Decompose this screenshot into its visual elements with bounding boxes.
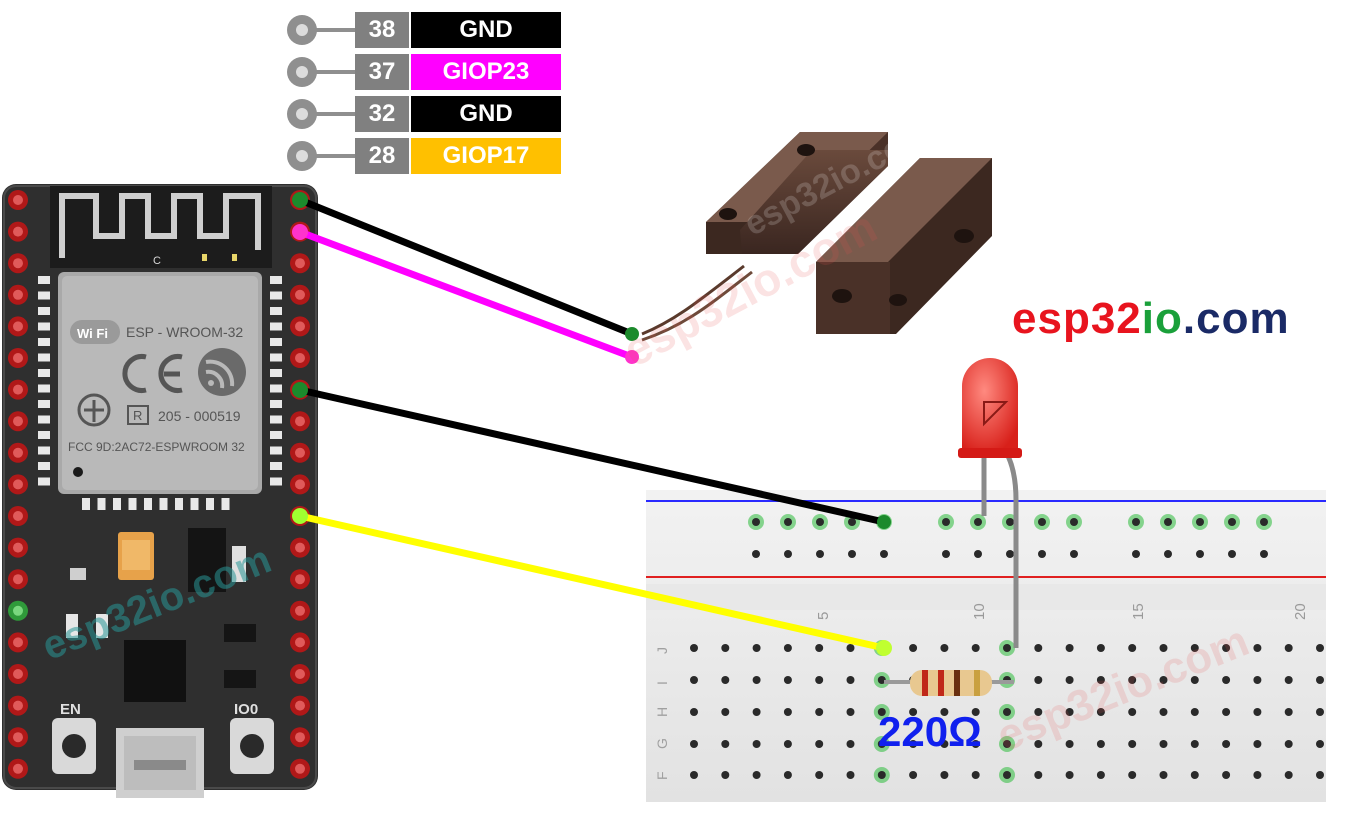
resistor-label: 220Ω — [878, 708, 982, 755]
wire-giop23-sensor — [296, 228, 636, 361]
site-logo-part3: .com — [1182, 294, 1290, 343]
pin-row-32: 32 GND — [287, 96, 567, 132]
pin-row-37: 37 GIOP23 — [287, 54, 567, 90]
pin-row-28: 28 GIOP17 — [287, 138, 567, 174]
pin-label: GND — [411, 12, 561, 48]
pin-connector-icon — [287, 141, 317, 171]
site-logo-part1: esp32 — [1012, 294, 1142, 343]
row-letter-h: H — [654, 707, 670, 717]
pin-row-38: 38 GND — [287, 12, 567, 48]
row-letter-i: I — [654, 681, 670, 685]
regulator — [188, 528, 226, 592]
en-button-label: EN — [60, 701, 81, 718]
pin-label: GIOP23 — [411, 54, 561, 90]
usb-uart-chip — [124, 640, 186, 702]
wifi-logo-icon — [70, 320, 120, 344]
wire-gnd-breadboard — [296, 386, 888, 526]
row-letter-j: J — [654, 647, 670, 654]
site-logo-part2: io — [1141, 294, 1183, 343]
site-logo: esp32io.com — [1012, 294, 1290, 344]
fcc-mark-icon — [77, 393, 111, 427]
pin-label: GND — [411, 96, 561, 132]
pin-number: 28 — [355, 138, 409, 174]
pin-connector-icon — [287, 57, 317, 87]
io0-button-label: IO0 — [234, 701, 258, 718]
row-letter-g: G — [654, 738, 670, 749]
module-pads — [38, 276, 282, 510]
column-number-20: 20 — [1292, 603, 1309, 620]
esp32-header-pins — [8, 190, 310, 779]
module-model-text: ESP - WROOM-32 — [126, 324, 243, 340]
pin-number: 38 — [355, 12, 409, 48]
pin-connector-icon — [287, 15, 317, 45]
espressif-logo-icon — [198, 348, 246, 396]
wire-gnd-sensor — [296, 196, 636, 338]
antenna-label: C — [153, 255, 161, 267]
column-number-15: 15 — [1130, 603, 1147, 620]
pin-number: 32 — [355, 96, 409, 132]
wifi-badge-text: Wi Fi — [77, 326, 108, 341]
row-letter-f: F — [654, 771, 670, 780]
cert-code-text: 205 - 000519 — [158, 408, 241, 424]
r-mark-text: R — [133, 408, 142, 423]
ce-mark-icon — [122, 354, 183, 393]
resistor — [884, 670, 1014, 696]
wire-giop17-resistor — [296, 512, 888, 652]
door-sensor — [641, 132, 992, 342]
pin-number: 37 — [355, 54, 409, 90]
fcc-id-text: FCC 9D:2AC72-ESPWROOM 32 — [68, 440, 245, 454]
antenna-trace — [59, 193, 261, 258]
column-number-5: 5 — [815, 612, 832, 620]
wires — [292, 192, 892, 656]
pin-connector-icon — [287, 99, 317, 129]
red-led — [958, 358, 1022, 648]
column-number-10: 10 — [971, 603, 988, 620]
esp32-board: C Wi Fi ESP - WROOM-32 R 205 — [2, 184, 318, 798]
pin-label: GIOP17 — [411, 138, 561, 174]
r-mark-box — [127, 405, 149, 425]
